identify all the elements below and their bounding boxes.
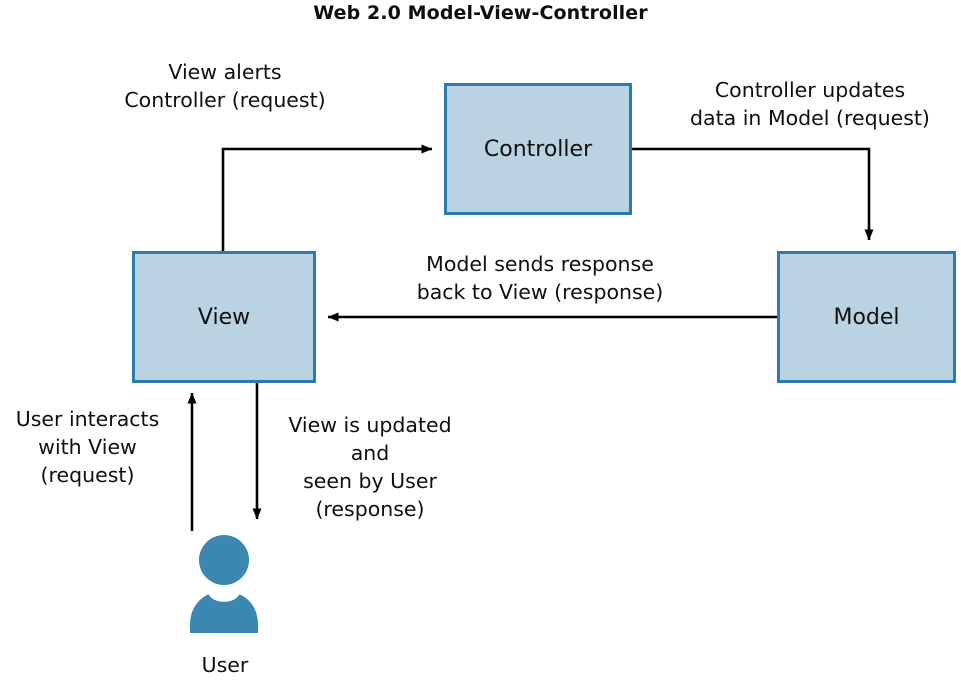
node-model-label: Model: [833, 304, 900, 330]
arrow-view-to-controller: [221, 144, 433, 251]
node-controller[interactable]: Controller: [444, 83, 632, 215]
person-icon: [190, 535, 258, 633]
node-view-label: View: [197, 304, 251, 330]
edge-label-user-to-view: User interacts with View (request): [15, 407, 160, 487]
node-view[interactable]: View: [132, 251, 316, 383]
edge-label-controller-to-model: Controller updates data in Model (reques…: [690, 78, 930, 130]
diagram-title: Web 2.0 Model-View-Controller: [313, 2, 648, 24]
node-model[interactable]: Model: [777, 251, 956, 383]
edge-label-model-to-view: Model sends response back to View (respo…: [416, 252, 664, 304]
edge-label-view-to-controller: View alerts Controller (request): [124, 60, 326, 112]
edge-label-view-to-user: View is updated and seen by User (respon…: [288, 413, 452, 521]
node-controller-label: Controller: [483, 136, 593, 162]
arrow-controller-to-model: [632, 147, 874, 241]
node-user-label: User: [201, 653, 249, 677]
